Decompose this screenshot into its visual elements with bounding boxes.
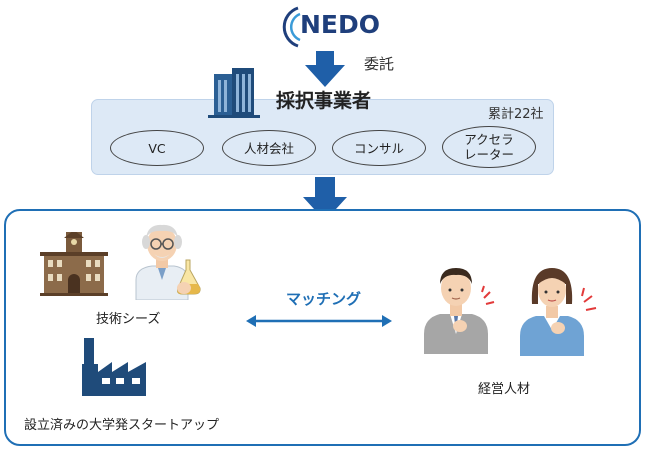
businesswoman-icon <box>520 268 597 356</box>
tech-seeds-label: 技術シーズ <box>96 312 161 327</box>
operators-title: 採択事業者 <box>276 90 372 112</box>
matching-label: マッチング <box>286 290 362 308</box>
double-arrow-icon <box>246 315 392 327</box>
building-icon <box>208 68 260 118</box>
operator-type-label: アクセラ レーター <box>463 132 514 162</box>
startup-label: 設立済みの大学発スタートアップ <box>24 418 220 433</box>
scientist-icon <box>135 224 201 300</box>
commission-label: 委託 <box>364 55 395 73</box>
operator-type-vc: VC <box>110 130 204 166</box>
operator-type-consulting: コンサル <box>332 130 426 166</box>
operator-type-hr: 人材会社 <box>222 130 316 166</box>
nedo-logo-text: NEDO <box>300 10 381 39</box>
down-arrow-icon <box>303 177 347 221</box>
operator-type-accelerator: アクセラ レーター <box>442 126 536 168</box>
operator-type-label: コンサル <box>353 140 404 156</box>
factory-icon <box>82 338 146 396</box>
nedo-logo-icon <box>282 6 301 48</box>
businessman-icon <box>424 268 495 354</box>
down-arrow-icon <box>305 51 345 87</box>
nedo-logo: NEDO <box>276 4 380 50</box>
operator-type-label: 人材会社 <box>243 140 294 156</box>
cumulative-count: 累計22社 <box>488 107 544 122</box>
operator-type-label: VC <box>148 140 166 156</box>
management-talent-label: 経営人材 <box>478 382 531 397</box>
university-icon <box>40 232 108 296</box>
